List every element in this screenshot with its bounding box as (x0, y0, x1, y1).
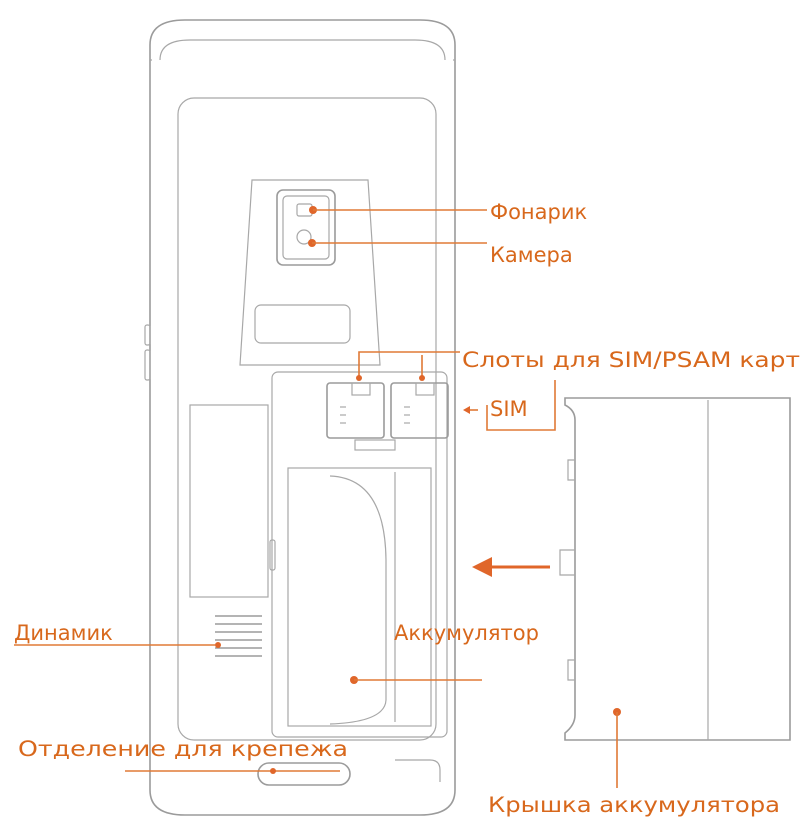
device-body (144, 19, 456, 816)
label-battery: Аккумулятор (394, 621, 539, 645)
battery-compartment (271, 371, 449, 738)
camera-housing (239, 179, 381, 366)
label-camera: Камера (490, 243, 573, 267)
label-sim-slots: Слоты для SIM/PSAM карт (462, 348, 800, 372)
insert-arrow-icon (472, 557, 550, 577)
label-speaker: Динамик (14, 621, 113, 645)
speaker-grille (215, 615, 262, 657)
label-sim: SIM (490, 397, 528, 421)
callouts (14, 206, 621, 788)
label-mount-compartment: Отделение для крепежа (18, 737, 348, 761)
side-panel-slot (189, 404, 269, 598)
label-battery-cover: Крышка аккумулятора (488, 793, 780, 817)
battery-cover (559, 397, 791, 741)
label-flashlight: Фонарик (490, 200, 587, 224)
mount-slot (257, 762, 351, 786)
